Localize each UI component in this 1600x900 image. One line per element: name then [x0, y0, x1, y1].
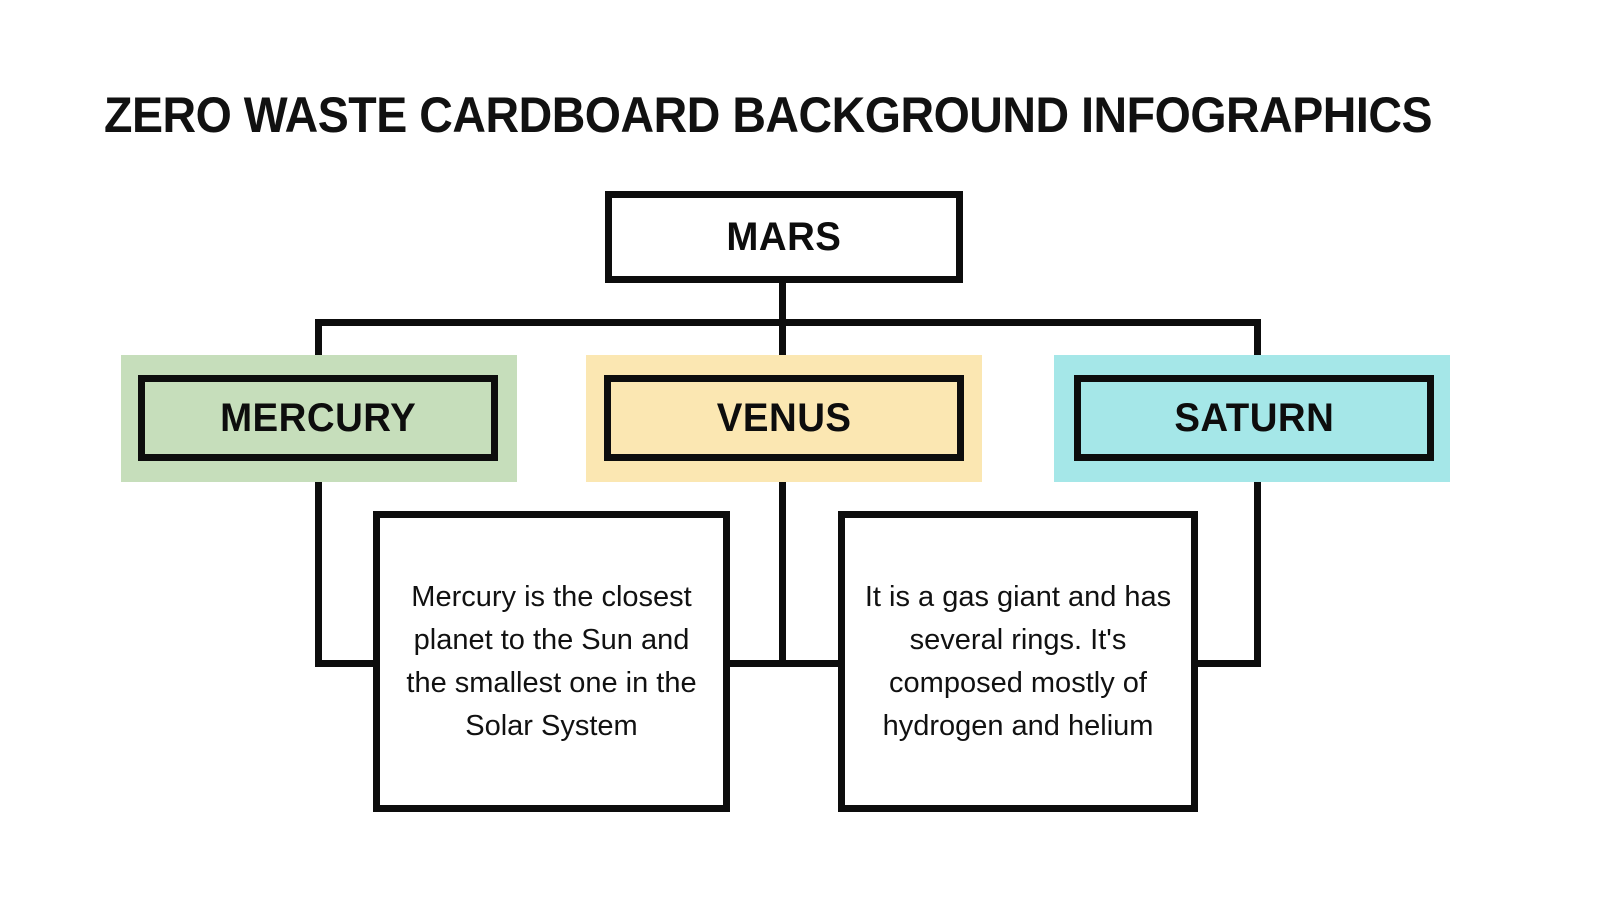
- node-mercury-label: MERCURY: [219, 395, 417, 440]
- connector-mercury-drop: [315, 319, 322, 667]
- connector-main-bus: [315, 319, 1261, 326]
- connector-saturn-drop: [1254, 319, 1261, 667]
- connector-mars-stem: [779, 283, 786, 326]
- node-saturn[interactable]: SATURN: [1074, 375, 1434, 461]
- connector-venus-drop: [779, 319, 786, 667]
- connector-center-elbow: [724, 660, 844, 667]
- node-venus[interactable]: VENUS: [604, 375, 964, 461]
- connector-left-elbow: [315, 660, 383, 667]
- node-venus-label: VENUS: [716, 395, 852, 440]
- description-right-text: It is a gas giant and has several rings.…: [864, 580, 1172, 742]
- node-saturn-label: SATURN: [1173, 395, 1335, 440]
- node-mercury[interactable]: MERCURY: [138, 375, 498, 461]
- connector-right-elbow: [1192, 660, 1261, 667]
- node-mars[interactable]: MARS: [605, 191, 963, 283]
- description-box-left[interactable]: Mercury is the closest planet to the Sun…: [373, 511, 730, 812]
- description-box-right[interactable]: It is a gas giant and has several rings.…: [838, 511, 1198, 812]
- description-left-text: Mercury is the closest planet to the Sun…: [406, 580, 697, 742]
- node-mars-label: MARS: [726, 214, 842, 259]
- page-title: ZERO WASTE CARDBOARD BACKGROUND INFOGRAP…: [104, 87, 1433, 143]
